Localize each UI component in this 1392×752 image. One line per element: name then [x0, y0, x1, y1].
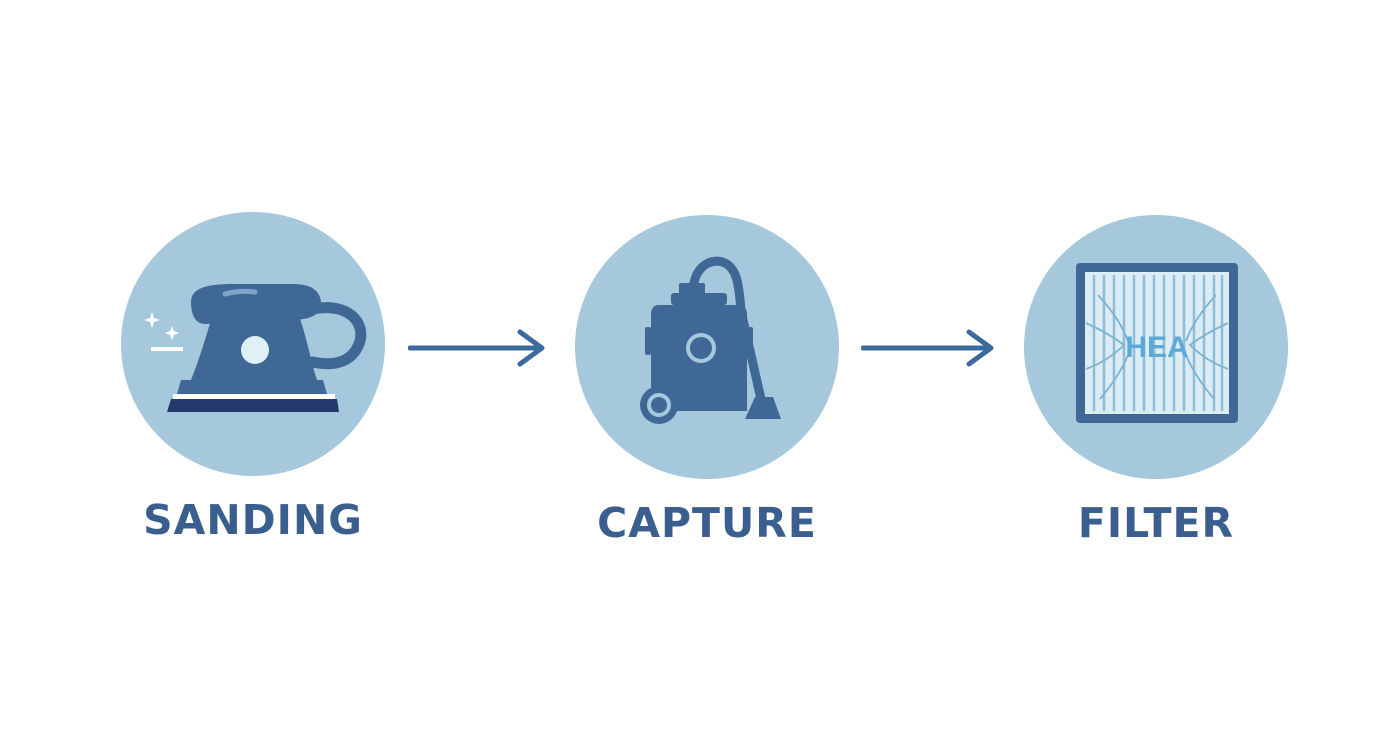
vacuum-icon	[640, 256, 781, 424]
step-circle	[575, 215, 839, 479]
step-label: CAPTURE	[597, 499, 817, 547]
step-circle: HEA	[1024, 215, 1288, 479]
hepa-filter-icon: HEA	[1076, 263, 1238, 423]
step-circle	[121, 212, 385, 476]
step-sanding: SANDING	[121, 212, 385, 544]
filter-icon-text: HEA	[1125, 331, 1188, 364]
arrow-right-icon	[408, 328, 548, 368]
arrow-right-icon	[861, 328, 997, 368]
step-filter: HEA FILTER	[1024, 215, 1288, 547]
step-capture: CAPTURE	[575, 215, 839, 547]
step-label: SANDING	[143, 496, 363, 544]
step-label: FILTER	[1077, 499, 1235, 547]
sander-icon	[144, 284, 367, 412]
